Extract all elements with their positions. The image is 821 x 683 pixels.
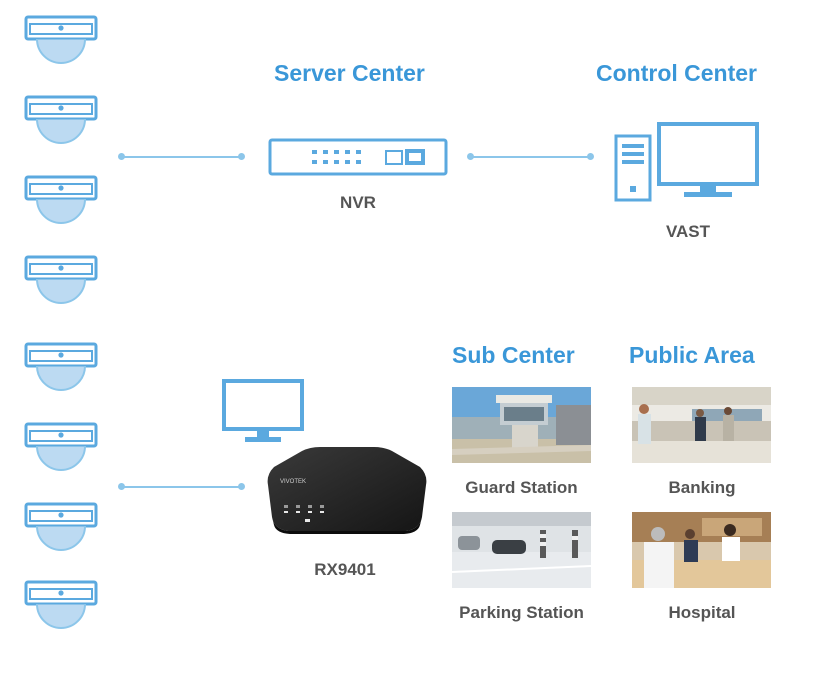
- connector-dot: [587, 153, 594, 160]
- hospital-photo: [632, 512, 771, 588]
- dome-camera-icon: [24, 15, 98, 77]
- dome-camera-icon: [24, 580, 98, 642]
- photo-caption: Hospital: [668, 603, 736, 622]
- connector-dot: [118, 483, 125, 490]
- control-center-heading: Control Center: [596, 60, 757, 86]
- server-center-heading: Server Center: [274, 60, 425, 86]
- photo-caption: Guard Station: [465, 478, 578, 497]
- connector-dot: [467, 153, 474, 160]
- connector-line: [122, 486, 242, 488]
- sub-center-heading: Sub Center: [452, 342, 575, 368]
- parking-station-photo: [452, 512, 591, 588]
- banking-photo: [632, 387, 771, 463]
- connector-dot: [118, 153, 125, 160]
- nvr-label: NVR: [340, 193, 376, 212]
- desktop-computer-icon: [614, 122, 759, 202]
- vast-label: VAST: [665, 222, 711, 241]
- public-area-heading: Public Area: [629, 342, 755, 368]
- dome-camera-icon: [24, 175, 98, 237]
- svg-text:VIVOTEK: VIVOTEK: [280, 479, 306, 485]
- photo-caption: Banking: [668, 478, 736, 497]
- connector-line: [471, 156, 591, 158]
- connector-line: [122, 156, 242, 158]
- monitor-icon: [222, 379, 304, 442]
- dome-camera-icon: [24, 95, 98, 157]
- dome-camera-icon: [24, 255, 98, 317]
- rx9401-label: RX9401: [314, 560, 376, 579]
- connector-dot: [238, 483, 245, 490]
- dome-camera-icon: [24, 422, 98, 484]
- connector-dot: [238, 153, 245, 160]
- dome-camera-icon: [24, 502, 98, 564]
- dome-camera-icon: [24, 342, 98, 404]
- rx9401-device: VIVOTEK: [267, 447, 427, 534]
- nvr-recorder-icon: [268, 138, 448, 176]
- photo-caption: Parking Station: [459, 603, 584, 622]
- guard-station-photo: [452, 387, 591, 463]
